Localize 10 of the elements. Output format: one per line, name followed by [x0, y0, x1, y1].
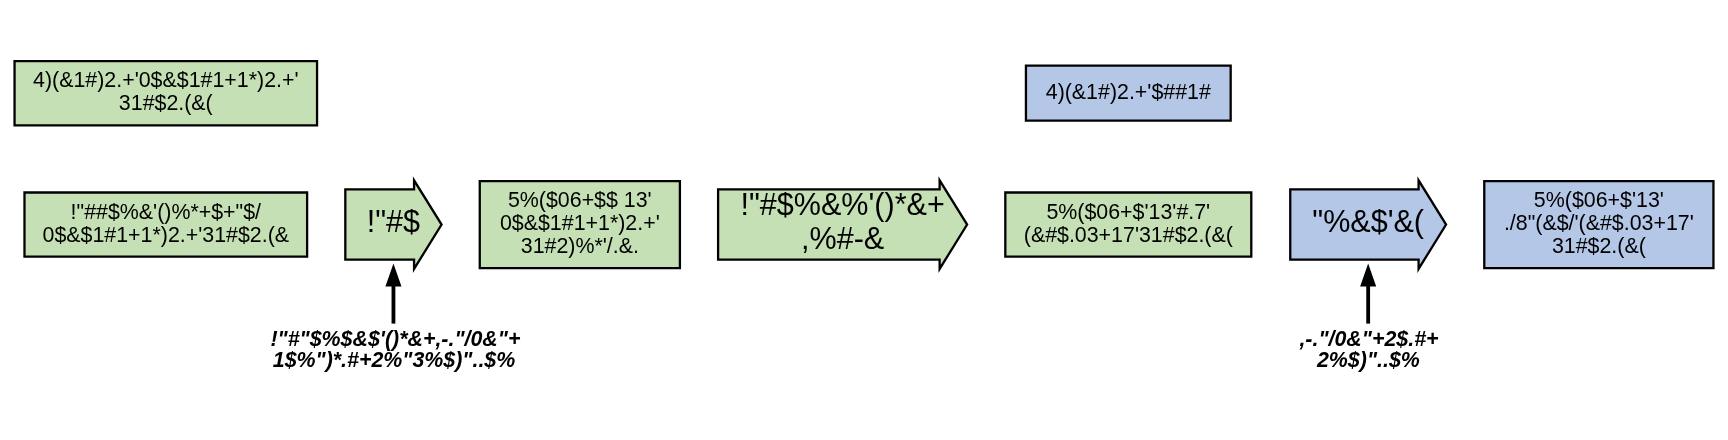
- arrow: [385, 263, 402, 324]
- node-box: 5%($06+$'13' ./8"(&$/'(&#$.03+17' 31#$2.(&(: [1483, 179, 1715, 270]
- node-text: !"#"$%$&$'()*&+,-."/0&"+ 1$%")*.#+2%"3%$)"..$%: [270, 326, 521, 372]
- node-box: 4)(&1#)2.+'$##1#: [1024, 64, 1232, 122]
- arrow: [1360, 263, 1377, 324]
- node-box: 5%($06+$'13'#.7' (&#$.03+17'31#$2.(&(: [1004, 191, 1253, 258]
- node-text: ,-."/0&"+2$.#+ 2%$)"..$%: [1299, 326, 1439, 372]
- node-box: !"##$%&'()%*+$+"$/ 0$&$1#1+1*)2.+'31#$2.(&: [23, 191, 309, 258]
- node-box: 4)(&1#)2.+'0$&$1#1+1*)2.+' 31#$2.(&(: [13, 59, 319, 127]
- node-box: 5%($06+$$ 13' 0$&$1#1+1*)2.+' 31#2)%*'/.&.: [478, 179, 682, 270]
